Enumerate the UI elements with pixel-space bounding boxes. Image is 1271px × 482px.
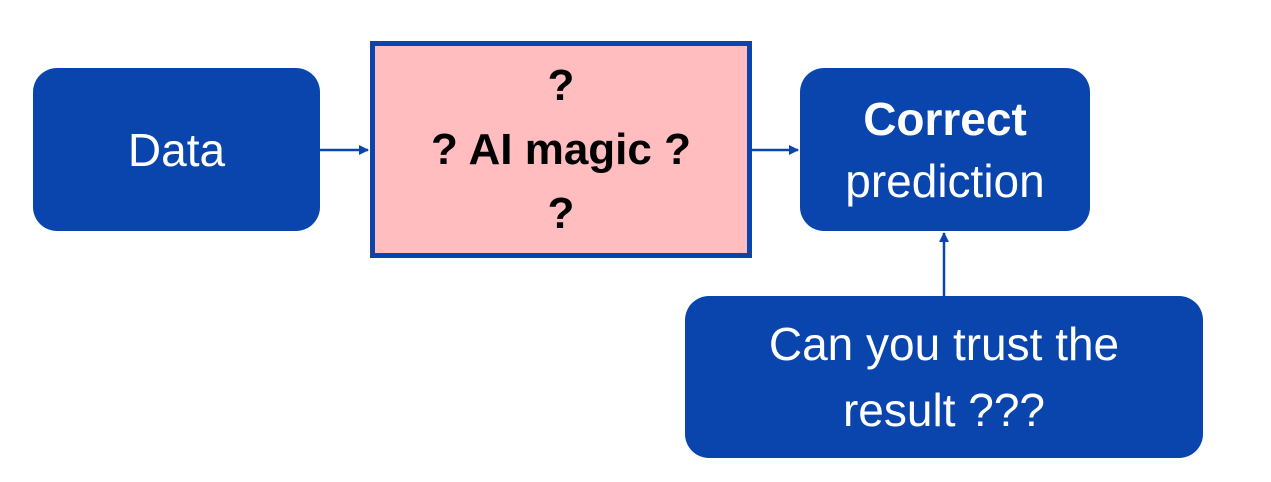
node-ai-magic: ? ? AI magic ? ? <box>370 41 752 258</box>
node-data-label: Data <box>127 123 226 176</box>
node-prediction-line2: prediction <box>845 154 1045 207</box>
node-ai-magic-line3: ? <box>547 188 575 238</box>
node-trust-line2: result ??? <box>842 384 1045 436</box>
node-ai-magic-line2: ? AI magic ? <box>431 124 691 174</box>
node-correct-prediction: Correct prediction <box>800 68 1090 231</box>
node-trust-question: Can you trust the result ??? <box>685 296 1203 458</box>
node-trust-line1: Can you trust the <box>768 318 1120 370</box>
node-data: Data <box>33 68 320 231</box>
node-ai-magic-line1: ? <box>547 60 575 110</box>
node-prediction-line1: Correct <box>863 92 1027 145</box>
